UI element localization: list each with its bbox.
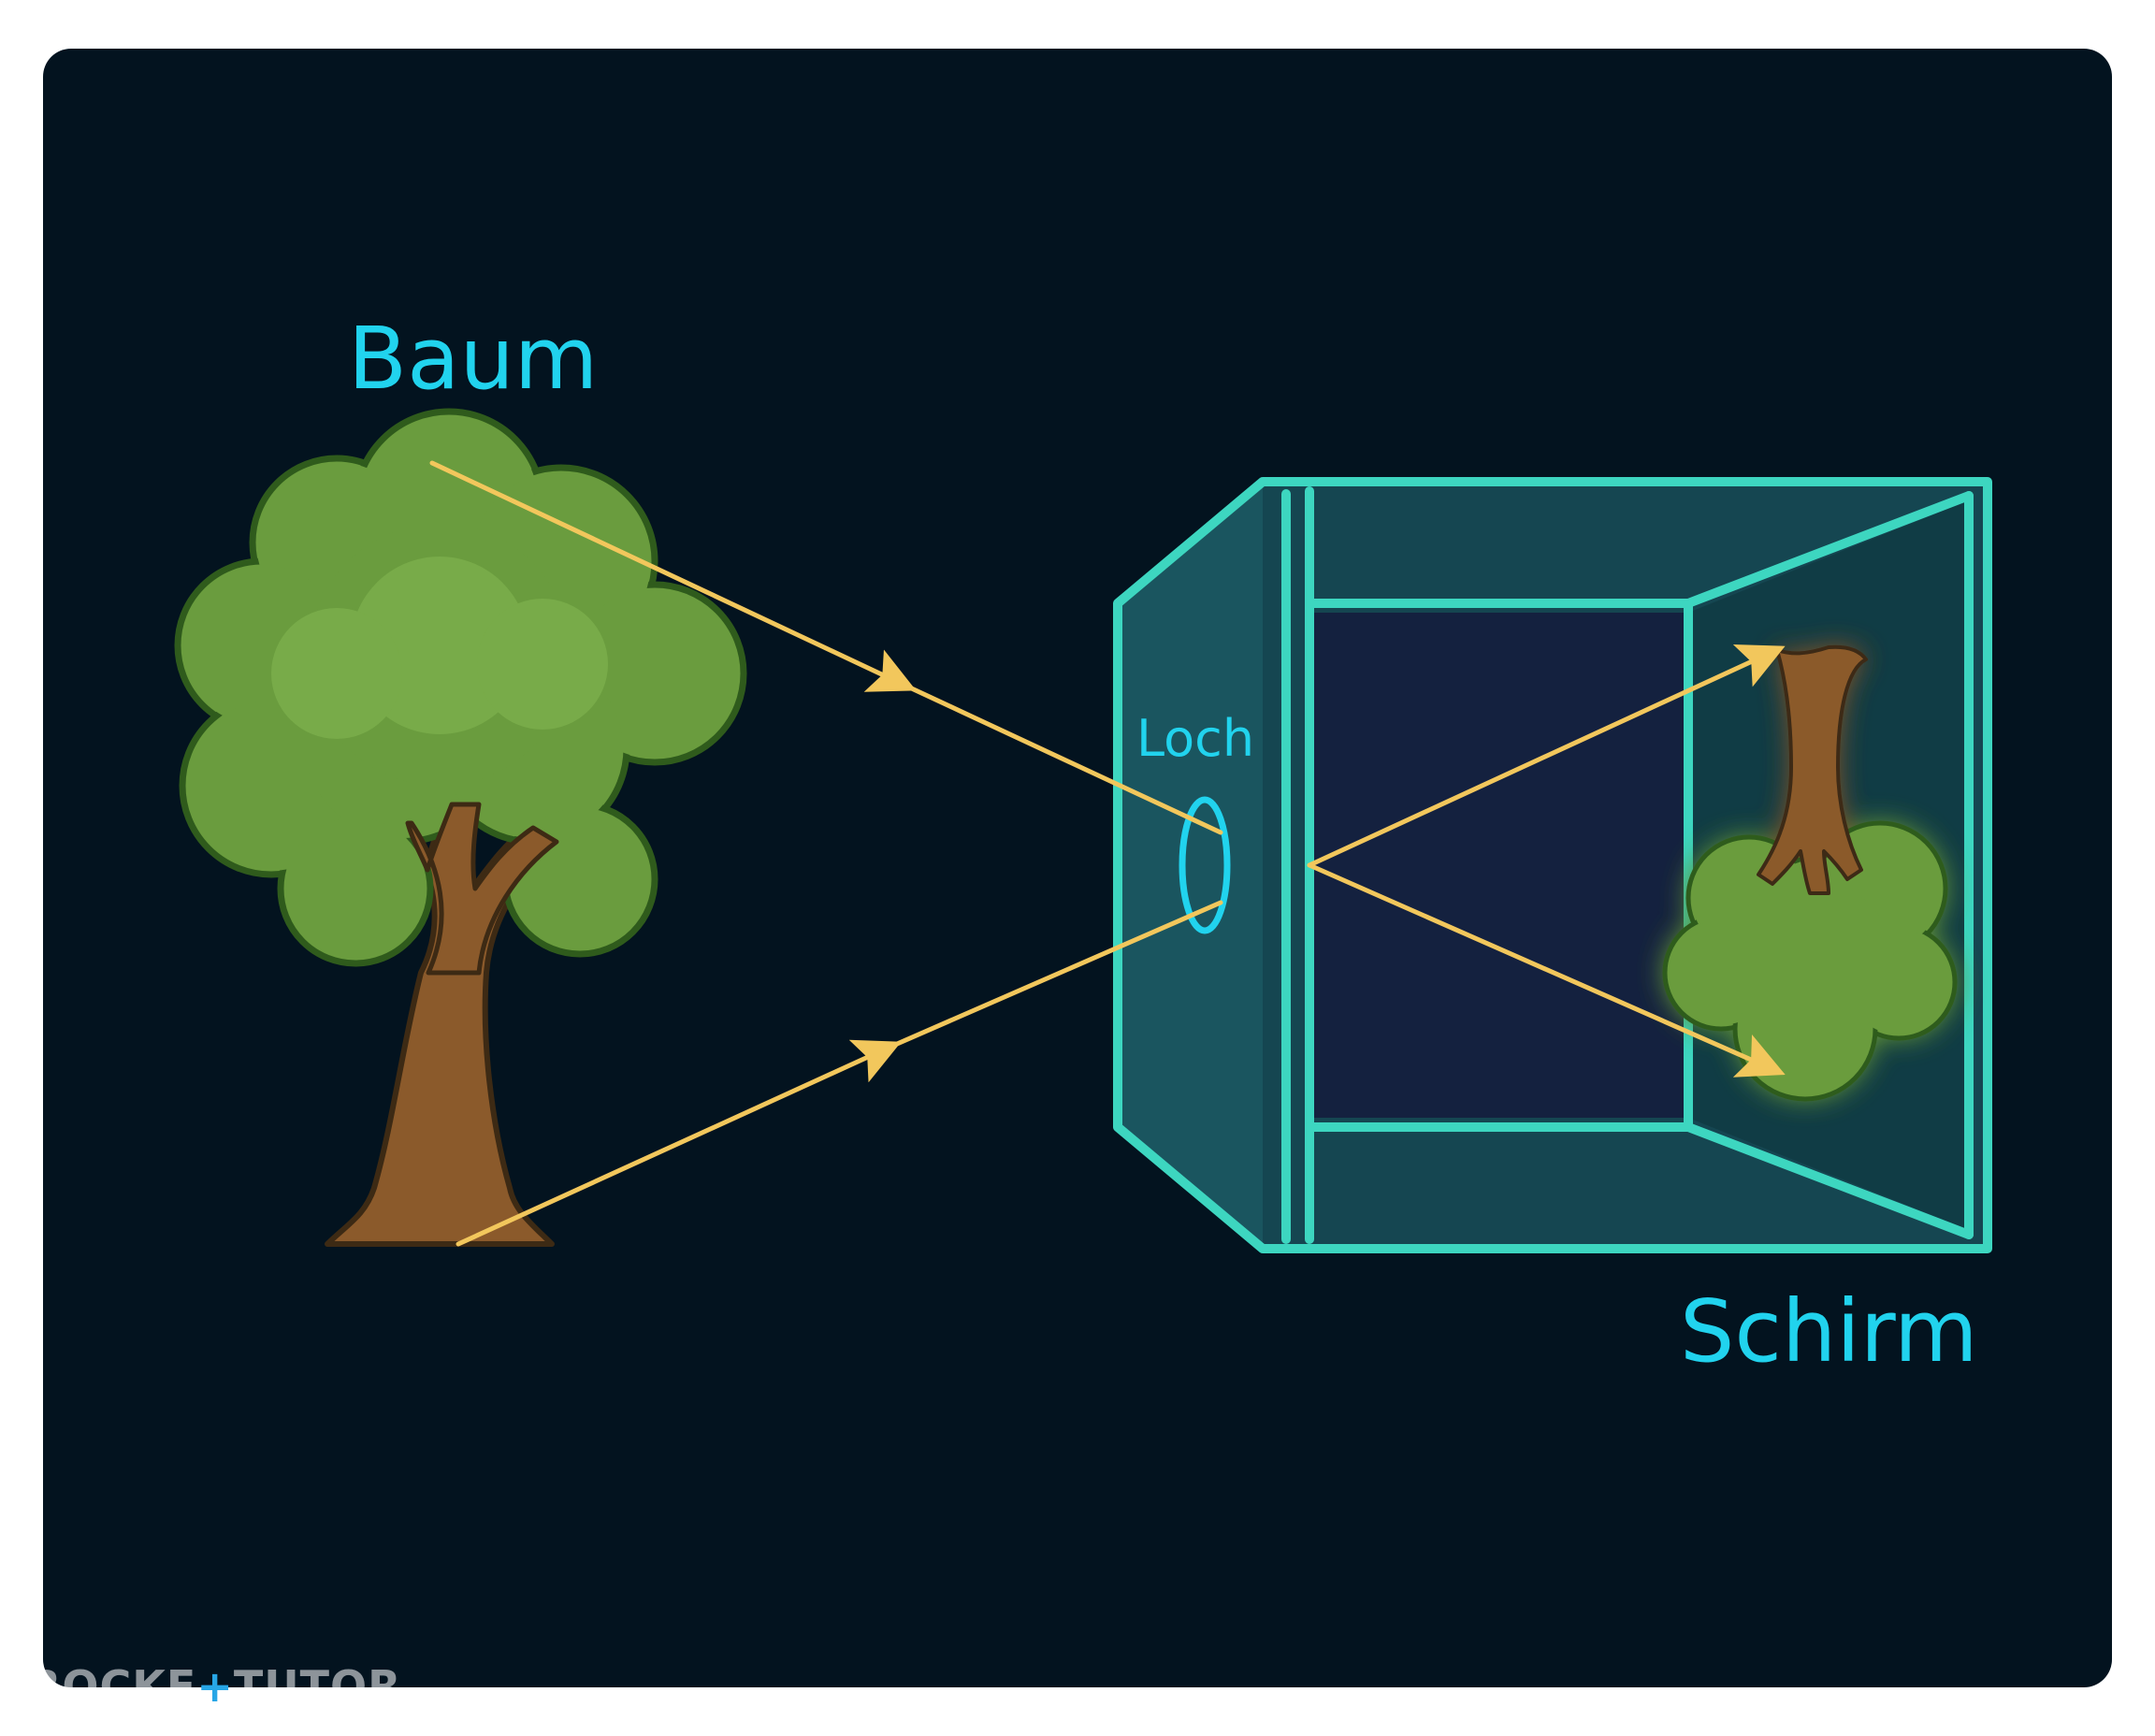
box-back-wall xyxy=(1309,613,1688,1118)
watermark-logo: ROCKE+TUTOR xyxy=(28,1661,402,1712)
ray-top-incoming xyxy=(429,460,917,692)
ray-top-inside xyxy=(1307,862,1786,1078)
tree-trunk-upper xyxy=(405,802,559,976)
ray-bottom-incoming xyxy=(456,1039,902,1247)
ray-top-continue xyxy=(901,682,1223,835)
ray-bottom-inside xyxy=(1307,644,1786,868)
screen-label: Schirm xyxy=(1680,1281,1978,1382)
inverted-tree-trunk xyxy=(1757,644,1868,895)
box-side-face xyxy=(1118,482,1263,1249)
light-rays xyxy=(429,460,1786,1247)
tree-label: Baum xyxy=(348,309,599,409)
ray-bottom-continue xyxy=(886,900,1223,1050)
watermark-text-2: TUTOR xyxy=(233,1661,402,1712)
hole-label: Loch xyxy=(1136,709,1255,768)
pinhole-icon xyxy=(1179,796,1231,934)
tree-icon xyxy=(174,408,747,1247)
watermark-plus: + xyxy=(196,1661,234,1712)
watermark-text-1: ROCKE xyxy=(28,1661,197,1712)
